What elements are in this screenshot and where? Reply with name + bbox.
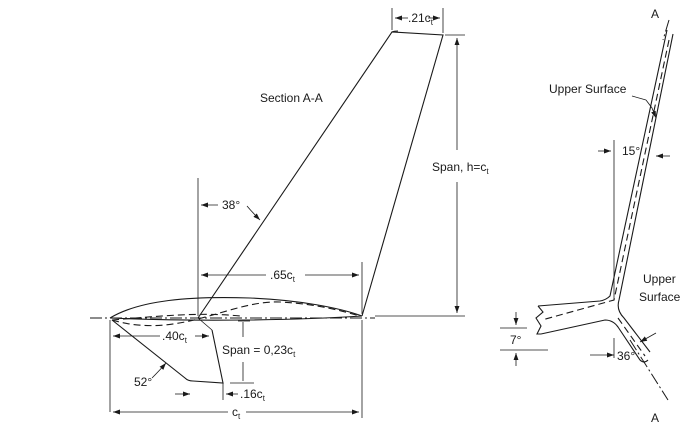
- planform-view: .21ct Span, h=ct Section A-A 38° .65ct .…: [90, 8, 489, 421]
- cut-line-bottom: [629, 339, 669, 401]
- upper-surface-top-label: Upper Surface: [549, 82, 627, 96]
- strake-airfoil-hidden-2: [111, 313, 241, 321]
- upper-surface-bottom-leader: [639, 332, 657, 343]
- section-a-top: A: [651, 7, 659, 21]
- sweep-angle-label: 38°: [222, 198, 240, 212]
- section-a-bottom: A: [651, 411, 659, 425]
- fin-section-outer: [537, 29, 668, 307]
- strake-root-join: [197, 317, 213, 331]
- strake-section-lower: [540, 319, 649, 363]
- angle-7-label: 7°: [510, 333, 522, 347]
- angle-36-label: 36°: [617, 349, 635, 363]
- break-mark: [535, 305, 544, 335]
- strake-angle-label: 52°: [134, 375, 152, 389]
- section-view: A A Upper Surface 15° Upper Surface 7°: [500, 7, 681, 425]
- strake-span-label: Span = 0,23ct: [222, 343, 296, 359]
- mid-chord-label: .65ct: [270, 268, 296, 284]
- tip-chord-label: .21ct: [408, 11, 434, 27]
- upper-surface-bottom-label-1: Upper: [643, 272, 676, 286]
- upper-surface-top-leader-2: [631, 95, 647, 101]
- fin-tip-edge: [391, 30, 399, 33]
- root-chord-label: ct: [232, 405, 241, 421]
- fin-section-inner: [617, 33, 674, 353]
- cut-line-top: [662, 19, 670, 41]
- strake-airfoil-hidden: [111, 301, 361, 327]
- upper-surface-bottom-label-2: Surface: [639, 290, 681, 304]
- sweep-arrow-right: [246, 205, 261, 221]
- angle-15-label: 15°: [622, 144, 640, 158]
- strake-outline: [111, 319, 224, 384]
- fin-outline: [197, 31, 444, 319]
- strake-angle-arrow: [151, 362, 167, 379]
- section-title: Section A-A: [260, 91, 323, 105]
- root-airfoil-upper: [109, 296, 363, 319]
- upper-surface-top-leader: [645, 99, 657, 119]
- strake-section-camber: [617, 317, 646, 357]
- root-airfoil-lower: [109, 315, 363, 321]
- span-label: Span, h=ct: [432, 160, 489, 176]
- strake-tip-label: .16ct: [240, 387, 266, 403]
- strake-chord-label: .40ct: [162, 329, 188, 345]
